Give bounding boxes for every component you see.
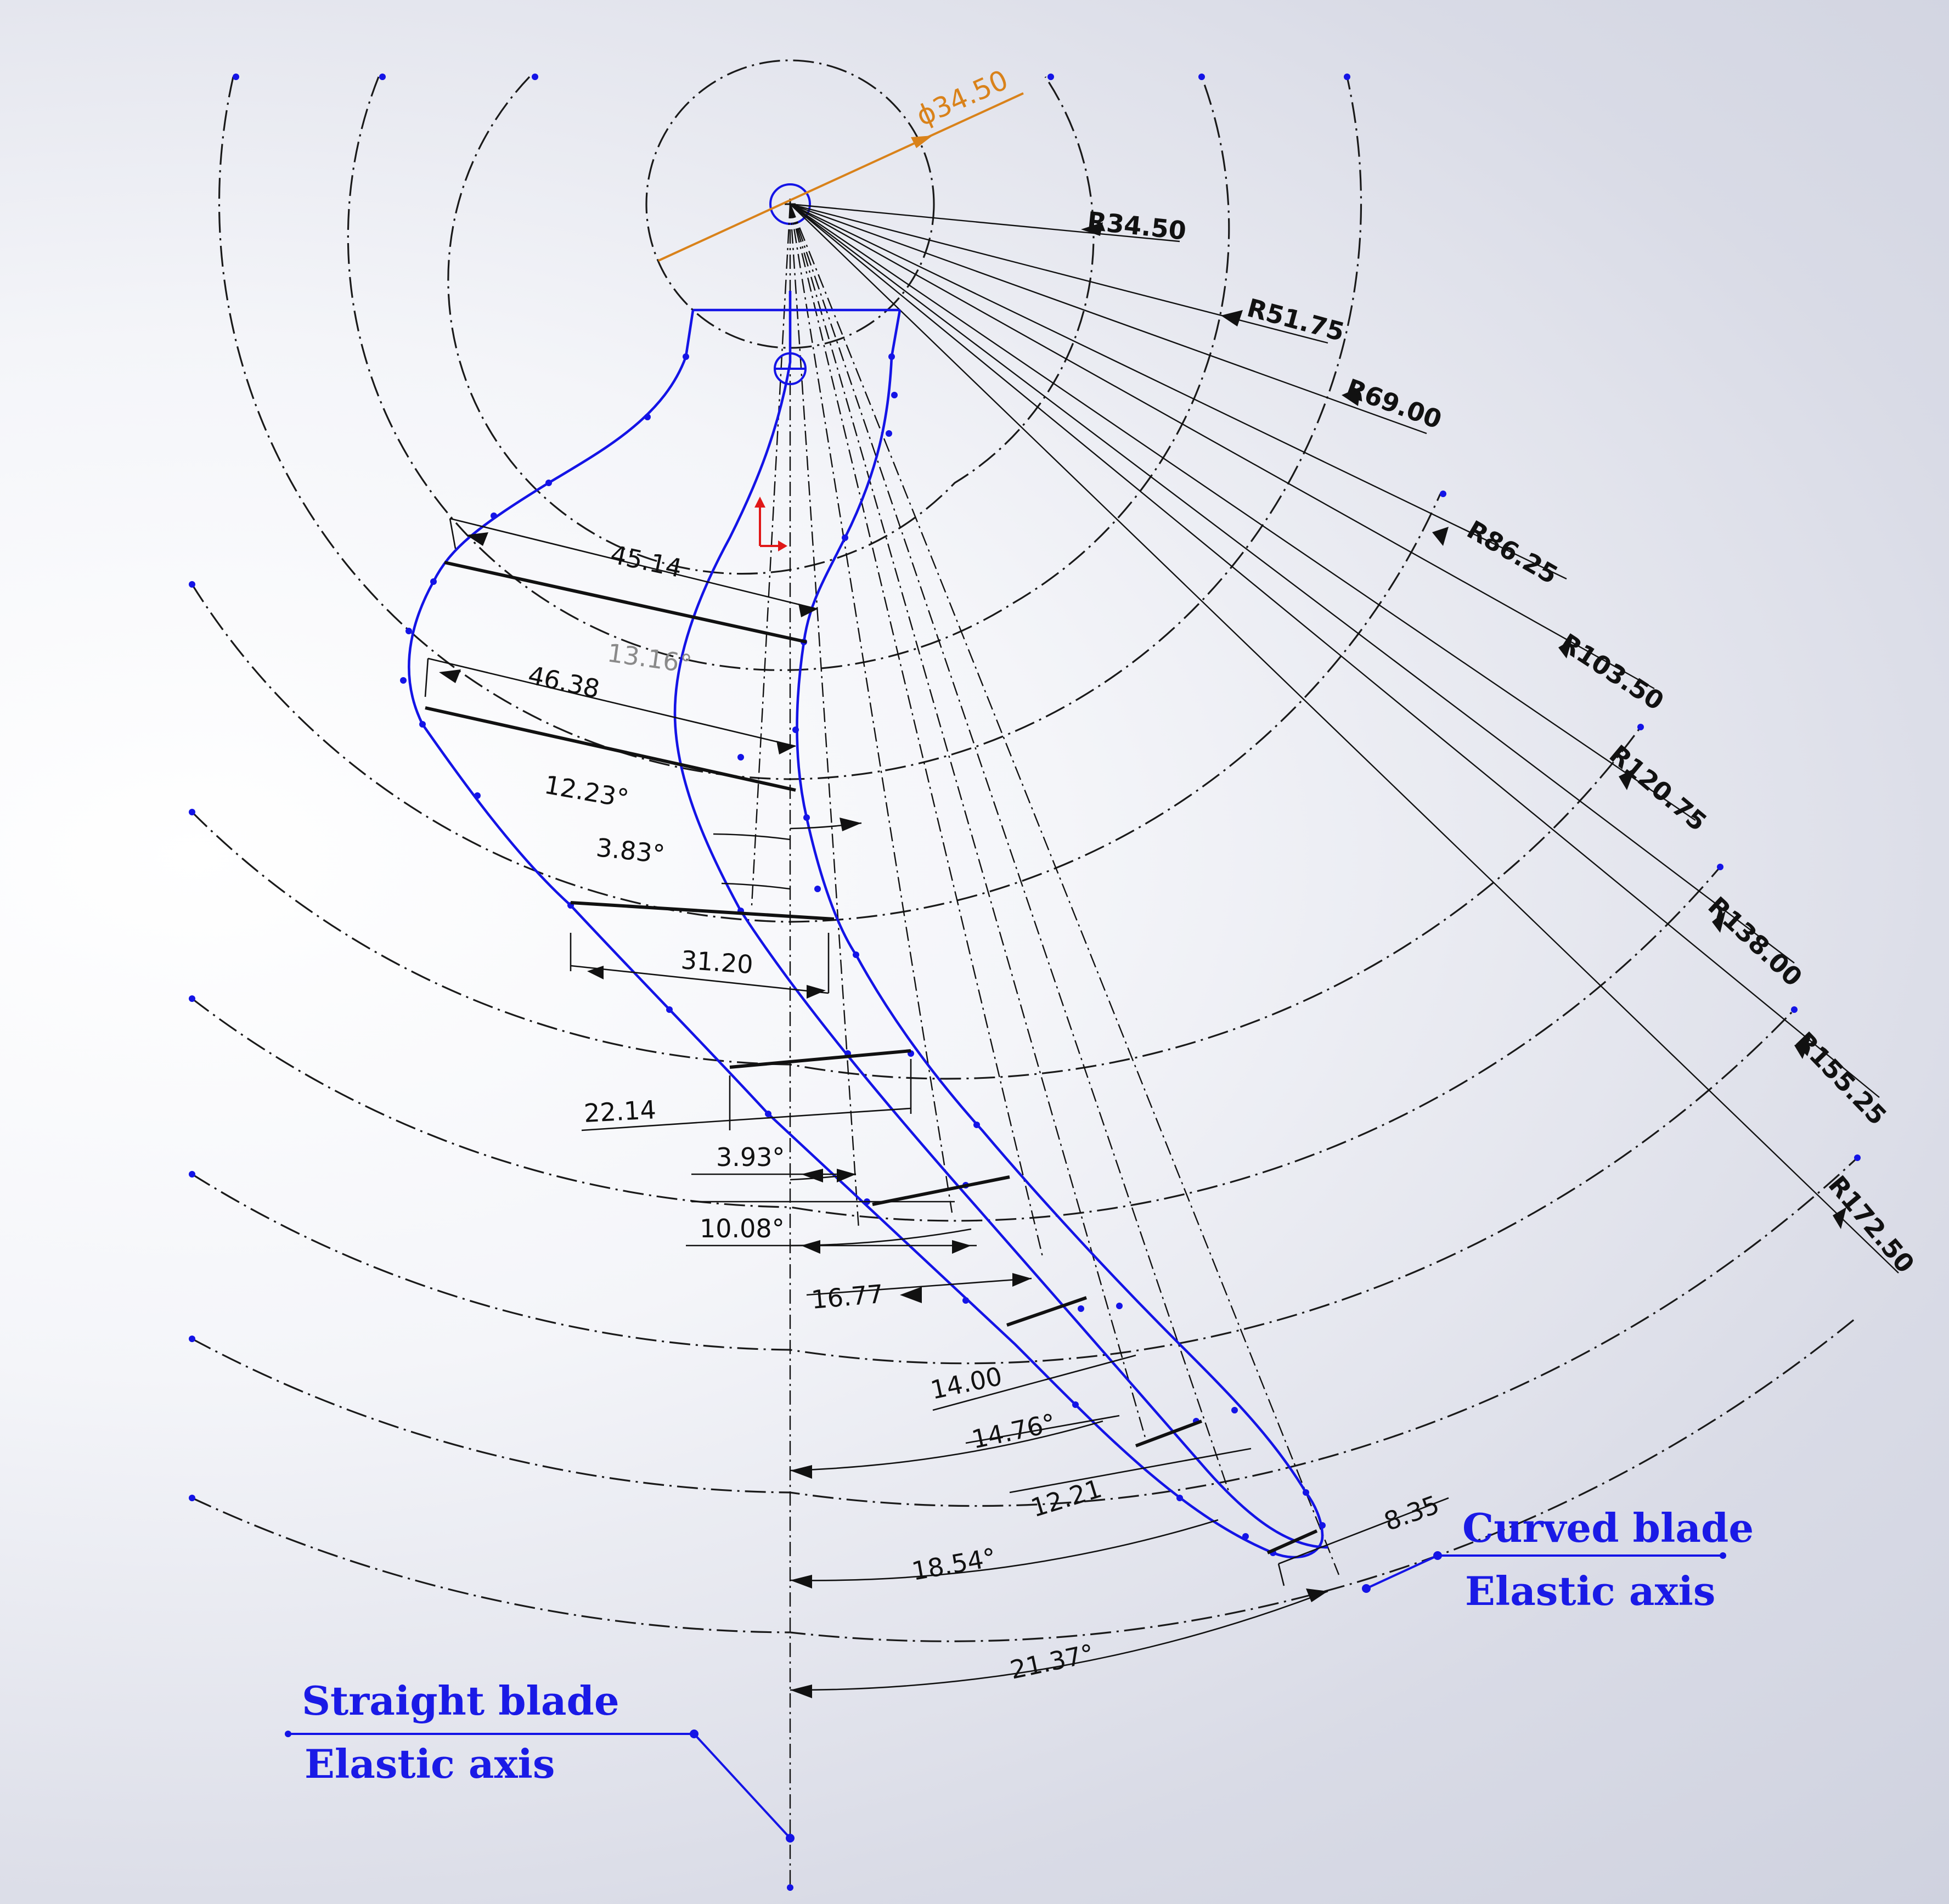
radius-leaders (790, 203, 1899, 1274)
chord-lines (425, 561, 1318, 1554)
dim-46-38: 46.38 (526, 660, 602, 704)
radius-label: R34.50 (1086, 206, 1188, 246)
dim-16-77: 16.77 (810, 1279, 885, 1315)
dimension-texts: 45.14 13.16° 46.38 12.23° 3.83° 31.20 22… (526, 539, 1443, 1685)
dim-12-21: 12.21 (1027, 1473, 1105, 1523)
dim-31-20: 31.20 (680, 945, 754, 979)
elastic-axis-leaders (285, 1551, 1726, 1843)
radius-label: R103.50 (1555, 628, 1669, 716)
blade-outline (400, 291, 1328, 1559)
arc-r120 (191, 726, 1642, 1080)
callout-labels: Curved blade Elastic axis Straight blade… (302, 1505, 1754, 1787)
construction-arcs (189, 59, 1861, 1642)
centerline-end (787, 1884, 793, 1891)
radius-label: R155.25 (1790, 1026, 1892, 1131)
diameter-dimension: ϕ34.50 (658, 64, 1024, 262)
dim-45-14: 45.14 (608, 539, 685, 583)
arc-r51 (447, 76, 1095, 575)
straight-blade-profile (408, 309, 1324, 1559)
dimension-leaders (424, 517, 1449, 1698)
dim-14-76: 14.76° (969, 1408, 1058, 1455)
curved-elastic-axis-label: Elastic axis (1465, 1568, 1715, 1614)
radius-label: R172.50 (1823, 1170, 1920, 1278)
dim-21-37: 21.37° (1007, 1638, 1097, 1685)
dim-22-14: 22.14 (583, 1095, 657, 1128)
arc-r138 (191, 866, 1721, 1222)
dim-8-35: 8.35 (1380, 1490, 1443, 1537)
straight-blade-trailing (796, 309, 1307, 1494)
arc-r155 (191, 1009, 1795, 1365)
radius-label: R138.00 (1702, 891, 1808, 993)
straight-elastic-axis-label: Elastic axis (305, 1740, 555, 1787)
hub-circle (645, 59, 935, 349)
arc-endpoints (189, 74, 1861, 1501)
radius-label: R120.75 (1604, 739, 1713, 837)
dim-18-54: 18.54° (910, 1542, 999, 1586)
dim-10-08: 10.08° (700, 1214, 785, 1243)
dim-13-16: 13.16° (605, 638, 694, 679)
radius-label: R51.75 (1244, 292, 1348, 347)
straight-blade-label: Straight blade (302, 1677, 619, 1724)
dim-12-23: 12.23° (542, 770, 631, 814)
arc-r190 (191, 1316, 1858, 1642)
curved-blade-label: Curved blade (1462, 1505, 1754, 1551)
arc-r172 (191, 1157, 1858, 1507)
arc-r103 (191, 493, 1441, 923)
dim-3-83: 3.83° (595, 832, 666, 869)
curved-blade-profile (673, 291, 1328, 1549)
radius-label: R86.25 (1462, 515, 1563, 590)
origin-triad-icon (754, 497, 787, 551)
blade-points (400, 353, 1326, 1556)
radius-label: R69.00 (1342, 373, 1445, 435)
dim-14-00: 14.00 (928, 1361, 1005, 1405)
station-rays (751, 204, 1340, 1575)
dim-3-93: 3.93° (716, 1142, 785, 1172)
